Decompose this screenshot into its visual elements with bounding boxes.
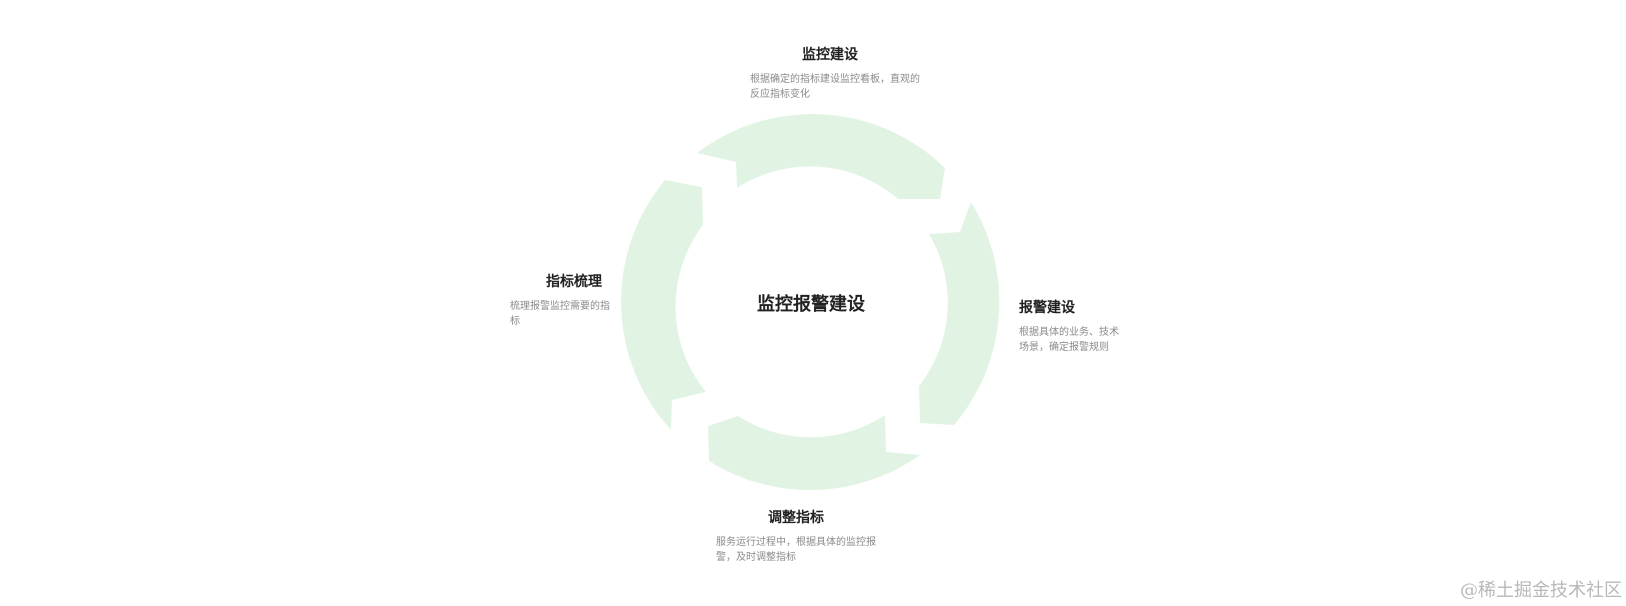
stage-title: 监控建设 <box>802 47 858 63</box>
stage-monitoring-build: 监控建设 根据确定的指标建设监控看板，直观的反应指标变化 <box>750 44 920 102</box>
stage-title: 指标梳理 <box>546 274 602 290</box>
stage-description: 根据确定的指标建设监控看板，直观的反应指标变化 <box>750 74 920 100</box>
stage-adjust-metrics: 调整指标 服务运行过程中，根据具体的监控报警，及时调整指标 <box>716 507 891 565</box>
stage-description: 梳理报警监控需要的指标 <box>510 301 610 327</box>
watermark: @稀土掘金技术社区 <box>1460 580 1622 601</box>
center-title: 监控报警建设 <box>757 294 865 315</box>
stage-description: 服务运行过程中，根据具体的监控报警，及时调整指标 <box>716 537 876 563</box>
stage-title: 报警建设 <box>1019 300 1075 316</box>
ring-segment-right <box>919 202 1000 425</box>
stage-metric-sorting: 指标梳理 梳理报警监控需要的指标 <box>510 271 610 329</box>
ring-segment-bottom <box>708 415 920 491</box>
stage-title: 调整指标 <box>768 510 824 526</box>
stage-description: 根据具体的业务、技术场景，确定报警规则 <box>1019 327 1119 353</box>
stage-alert-build: 报警建设 根据具体的业务、技术场景，确定报警规则 <box>1019 297 1119 355</box>
ring-segment-top <box>697 114 945 199</box>
ring-segment-left <box>621 180 706 430</box>
